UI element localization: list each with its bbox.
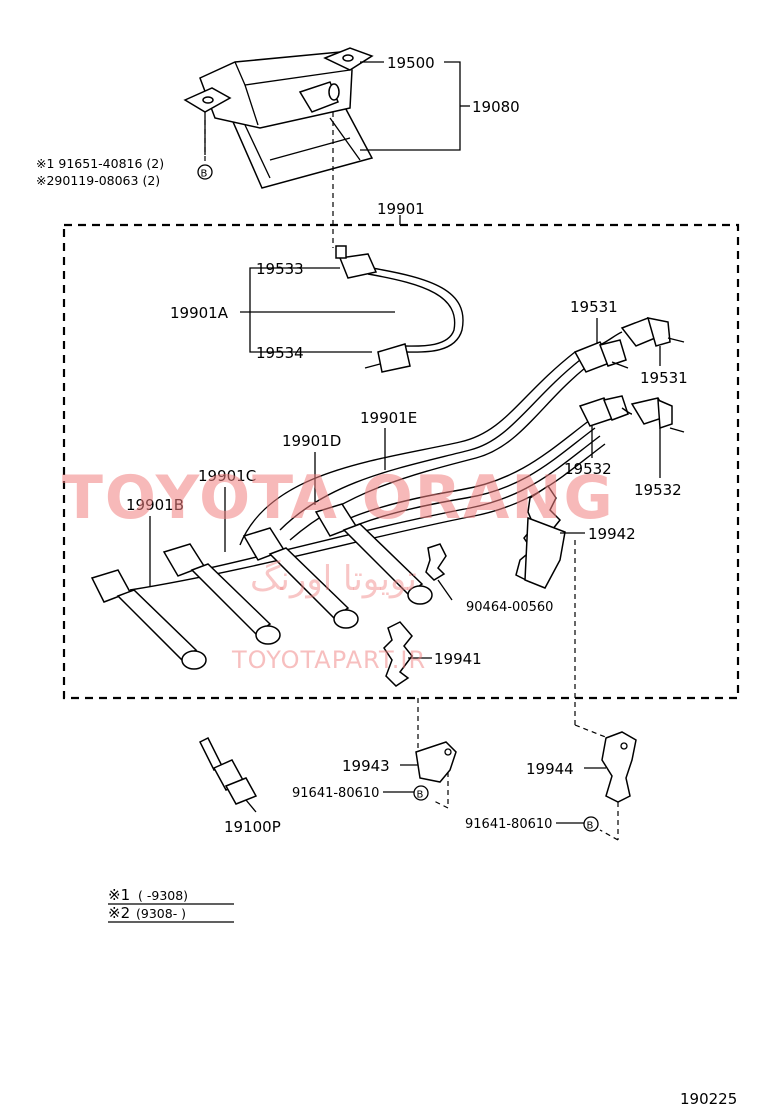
bracket-19943 xyxy=(415,741,457,783)
label-19944: 19944 xyxy=(526,760,574,778)
label-19533: 19533 xyxy=(256,260,304,278)
coil-wire-19901A xyxy=(335,245,464,373)
label-19532-right: 19532 xyxy=(634,481,682,499)
plug-cap-19901E xyxy=(314,503,433,605)
label-19941: 19941 xyxy=(434,650,482,668)
legend-mark-1: ※1 xyxy=(108,886,130,904)
svg-text:B: B xyxy=(587,821,594,832)
legend-range-2: (9308- ) xyxy=(136,906,186,921)
label-19100P: 19100P xyxy=(224,818,281,836)
watermark-brand: TOYOTA ORANG xyxy=(62,463,615,533)
clip-90464 xyxy=(425,543,447,581)
label-91641-80610-b: 91641-80610 xyxy=(465,817,552,832)
bracket-19901A xyxy=(249,267,372,353)
label-19901D: 19901D xyxy=(282,432,341,450)
plug-cap-19901C xyxy=(162,543,281,645)
page-code: 190225 xyxy=(680,1090,737,1108)
note-90119: ※290119-08063 (2) xyxy=(36,173,160,188)
label-19080: 19080 xyxy=(472,98,520,116)
label-19901: 19901 xyxy=(377,200,425,218)
label-19531-top: 19531 xyxy=(570,298,618,316)
label-19500: 19500 xyxy=(387,54,435,72)
watermark-arabic: تویوتا اورنگ xyxy=(250,559,417,599)
ignition-coil-drawing xyxy=(183,47,374,189)
separator-19941 xyxy=(383,621,413,687)
spark-plug-wire-bundle xyxy=(129,317,685,591)
wire-set-frame xyxy=(62,223,740,700)
spark-plug-19100P xyxy=(198,736,258,813)
bracket-19944 xyxy=(601,731,637,803)
plug-cap-19901D xyxy=(242,527,359,629)
circled-b-icon xyxy=(197,164,213,180)
label-91641-80610-a: 91641-80610 xyxy=(292,786,379,801)
svg-text:B: B xyxy=(417,790,424,801)
date-range-legend: ※1 ( -9308) ※2 (9308- ) xyxy=(108,886,234,923)
separator-19942 xyxy=(515,484,566,589)
bracket-19080 xyxy=(360,61,461,151)
label-19901E: 19901E xyxy=(360,409,417,427)
label-19531-right: 19531 xyxy=(640,369,688,387)
label-19943: 19943 xyxy=(342,757,390,775)
svg-text:B: B xyxy=(201,169,208,180)
legend-mark-2: ※2 xyxy=(108,904,130,922)
label-90464-00560: 90464-00560 xyxy=(466,600,553,615)
label-19534: 19534 xyxy=(256,344,304,362)
plug-cap-19901B xyxy=(90,569,207,670)
label-19532-left: 19532 xyxy=(564,460,612,478)
circled-b-icon xyxy=(413,785,429,801)
circled-b-icon xyxy=(583,816,599,832)
legend-range-1: ( -9308) xyxy=(138,888,188,903)
label-19901C: 19901C xyxy=(198,467,256,485)
label-19901B: 19901B xyxy=(126,496,184,514)
label-19942: 19942 xyxy=(588,525,636,543)
note-91651: ※1 91651-40816 (2) xyxy=(36,156,164,171)
label-19901A: 19901A xyxy=(170,304,229,322)
watermark-url: TOYOTAPART.IR xyxy=(231,646,426,674)
